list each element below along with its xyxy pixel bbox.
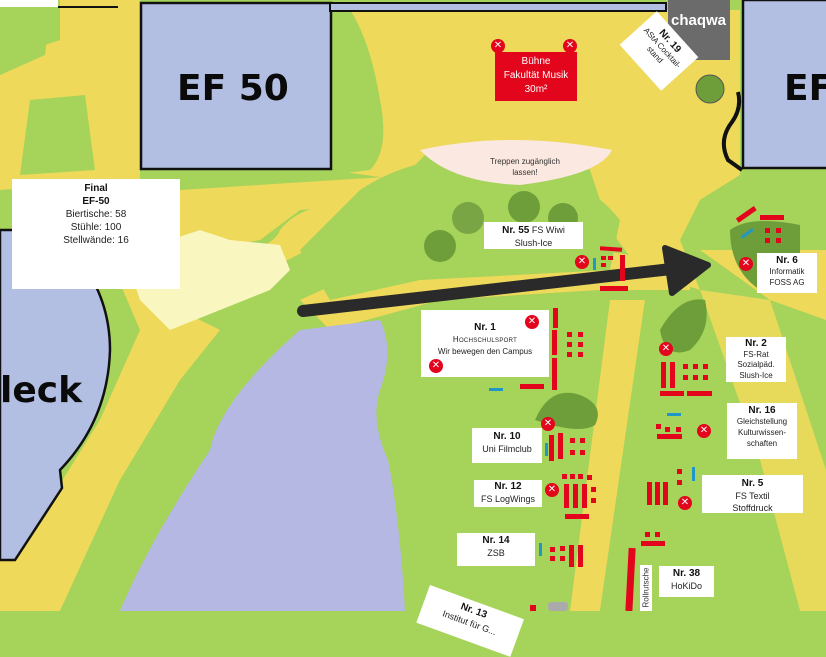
stand-line: Slush-Ice — [739, 370, 773, 380]
summary-title: Final — [84, 183, 108, 194]
stand-label-12[interactable]: Nr. 12 FS LogWings — [474, 480, 542, 507]
x-marker-icon: ✕ — [697, 424, 711, 438]
x-marker-icon: ✕ — [739, 257, 753, 271]
stage-line-3: 30m² — [524, 84, 548, 95]
stand-number: Nr. 16 — [748, 405, 776, 416]
stand-line: Sozialpäd. — [737, 360, 775, 369]
stand-line: ZSB — [487, 548, 505, 558]
summary-box: Final EF-50 Biertische: 58 Stühle: 100 S… — [12, 179, 180, 289]
stand-line: Wir bewegen den Campus — [437, 347, 533, 356]
stairs-note: Treppen zugänglich lassen! — [470, 156, 580, 178]
building-label-ef: EF — [784, 68, 826, 109]
stand-line: FS-Rat — [743, 349, 769, 359]
stand-number: Nr. 10 — [493, 431, 521, 442]
stand-line: FS Textil — [735, 491, 770, 501]
stand-number: Nr. 38 — [672, 568, 701, 579]
stand-line: Stoffdruck — [732, 503, 773, 513]
stand-line: schaften — [746, 439, 778, 448]
stand-number: Nr. 2 — [745, 338, 767, 349]
stand-line: Hochschulsport — [452, 335, 518, 344]
stand-number: Nr. 1 — [474, 322, 496, 333]
stage-line-2: Fakultät Musik — [503, 70, 569, 81]
stand-label-55[interactable]: Nr. 55 FS Wiwi Slush-Ice — [484, 222, 583, 249]
stand-label-6[interactable]: Nr. 6 Informatik FOSS AG — [757, 253, 817, 293]
stand-number: Nr. 55 — [502, 225, 530, 236]
stand-number: Nr. 14 — [482, 535, 510, 546]
stand-label-38[interactable]: Nr. 38 HoKiDo — [659, 566, 714, 597]
building-label-leck: leck — [0, 370, 83, 411]
stand-line: Informatik — [769, 267, 805, 276]
stand-line: Slush-Ice — [514, 238, 553, 248]
map-terrain — [0, 0, 826, 611]
stand-label-14[interactable]: Nr. 14 ZSB — [457, 533, 535, 566]
stand-label-2[interactable]: Nr. 2 FS-Rat Sozialpäd. Slush-Ice — [726, 337, 786, 382]
x-marker-icon: ✕ — [678, 496, 692, 510]
stand-number: Nr. 6 — [776, 255, 798, 266]
stand-name: FS Wiwi — [531, 225, 565, 235]
x-marker-icon: ✕ — [541, 417, 555, 431]
summary-stellwaende: Stellwände: 16 — [63, 235, 129, 246]
building-label-ef50: EF 50 — [177, 68, 289, 109]
stand-line: FS LogWings — [480, 494, 536, 504]
stage-buehne[interactable]: Bühne Fakultät Musik 30m² — [495, 52, 577, 101]
x-marker-icon: ✕ — [563, 39, 577, 53]
stand-line: FOSS AG — [769, 278, 805, 287]
stage-line-1: Bühne — [521, 56, 551, 67]
rutsche-label: Rollrutsche — [641, 567, 651, 608]
stairs-note-line-2: lassen! — [512, 168, 538, 177]
x-marker-icon: ✕ — [659, 342, 673, 356]
x-marker-icon: ✕ — [545, 483, 559, 497]
x-marker-icon: ✕ — [525, 315, 539, 329]
stand-line: Kulturwissen- — [737, 428, 786, 437]
rutsche-label-bg — [640, 565, 652, 611]
x-marker-icon: ✕ — [491, 39, 505, 53]
summary-stuehle: Stühle: 100 — [70, 222, 122, 233]
stairs-note-line-1: Treppen zugänglich — [490, 157, 560, 166]
stand-line: Uni Filmclub — [482, 444, 532, 454]
stand-line: HoKiDo — [670, 581, 702, 591]
x-marker-icon: ✕ — [575, 255, 589, 269]
x-marker-icon: ✕ — [429, 359, 443, 373]
stand-label-5[interactable]: Nr. 5 FS Textil Stoffdruck — [702, 475, 803, 513]
stand-label-10[interactable]: Nr. 10 Uni Filmclub — [472, 428, 542, 463]
summary-biertische: Biertische: 58 — [65, 209, 127, 220]
stand-number: Nr. 12 — [494, 481, 522, 492]
summary-subtitle: EF-50 — [82, 196, 110, 207]
stand-number: Nr. 5 — [741, 478, 764, 489]
stand-line: Gleichstellung — [736, 417, 788, 426]
stand-label-16[interactable]: Nr. 16 Gleichstellung Kulturwissen- scha… — [727, 403, 797, 459]
building-label-chaqwa: chaqwa — [671, 12, 727, 29]
